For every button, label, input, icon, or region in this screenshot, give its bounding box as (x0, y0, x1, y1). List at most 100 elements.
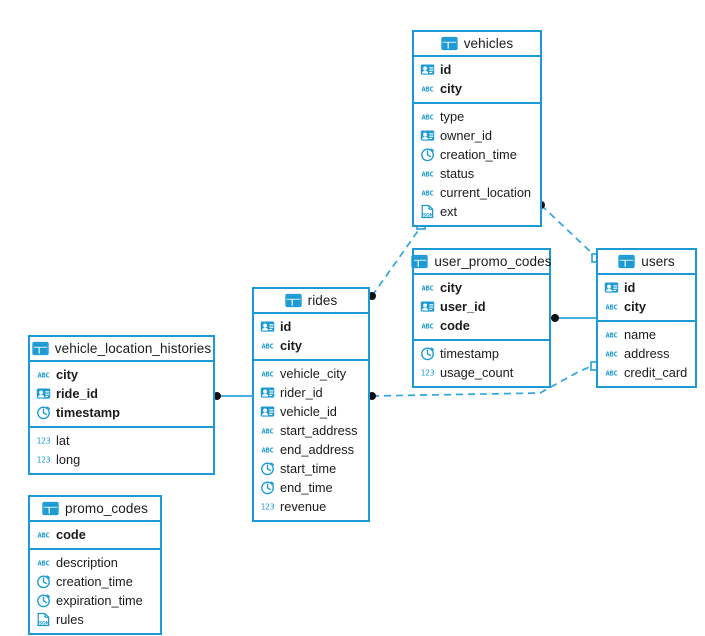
column-row[interactable]: timestamp (30, 403, 213, 422)
relationship-vehicle-location-histories-to-rides[interactable] (213, 392, 252, 400)
column-name: rider_id (280, 385, 323, 400)
column-row[interactable]: start_time (254, 459, 368, 478)
column-row[interactable]: rider_id (254, 383, 368, 402)
table-header-vehicle_location_histories[interactable]: vehicle_location_histories (30, 337, 213, 362)
abc-icon: ABC (36, 527, 51, 542)
table-title: rides (307, 293, 338, 308)
svg-text:JSON: JSON (36, 620, 49, 626)
table-title: users (641, 254, 675, 269)
column-row[interactable]: ABC vehicle_city (254, 364, 368, 383)
svg-text:ABC: ABC (605, 370, 617, 378)
column-name: rules (56, 612, 84, 627)
number-icon: 123 (36, 433, 51, 448)
column-row[interactable]: creation_time (30, 572, 160, 591)
json-icon: JSON (36, 612, 51, 627)
column-row[interactable]: ride_id (30, 384, 213, 403)
svg-text:ABC: ABC (37, 532, 49, 540)
column-name: owner_id (440, 128, 492, 143)
svg-text:ABC: ABC (261, 428, 273, 436)
clock-icon (420, 147, 435, 162)
abc-icon: ABC (260, 338, 275, 353)
column-name: start_address (280, 423, 358, 438)
table-grid-icon (618, 253, 635, 270)
column-name: start_time (280, 461, 337, 476)
number-icon: 123 (260, 499, 275, 514)
column-row[interactable]: vehicle_id (254, 402, 368, 421)
column-row[interactable]: ABC start_address (254, 421, 368, 440)
column-name: creation_time (56, 574, 133, 589)
number-icon: 123 (420, 365, 435, 380)
column-row[interactable]: id (414, 60, 540, 79)
table-header-users[interactable]: users (598, 250, 695, 275)
column-row[interactable]: ABC status (414, 164, 540, 183)
person-card-icon (36, 386, 51, 401)
column-row[interactable]: expiration_time (30, 591, 160, 610)
abc-icon: ABC (420, 109, 435, 124)
table-title: vehicles (463, 36, 514, 51)
column-name: ext (440, 204, 458, 219)
table-grid-icon (411, 253, 429, 270)
table-grid-icon (32, 340, 49, 357)
table-title: vehicle_location_histories (54, 341, 212, 356)
table-header-vehicles[interactable]: vehicles (414, 32, 540, 57)
column-name: address (624, 346, 670, 361)
svg-text:123: 123 (37, 437, 51, 446)
column-name: end_time (280, 480, 333, 495)
column-name: vehicle_city (280, 366, 347, 381)
column-row[interactable]: id (598, 278, 695, 297)
column-name: status (440, 166, 475, 181)
column-name: id (280, 319, 292, 334)
column-row[interactable]: creation_time (414, 145, 540, 164)
person-card-icon (420, 128, 435, 143)
clock-icon (36, 574, 51, 589)
table-header-promo_codes[interactable]: promo_codes (30, 497, 160, 522)
table-header-rides[interactable]: rides (254, 289, 368, 314)
column-name: end_address (280, 442, 354, 457)
column-row[interactable]: end_time (254, 478, 368, 497)
abc-icon: ABC (420, 185, 435, 200)
svg-text:ABC: ABC (421, 171, 433, 179)
column-row[interactable]: timestamp (414, 344, 549, 363)
column-row[interactable]: owner_id (414, 126, 540, 145)
column-row[interactable]: id (254, 317, 368, 336)
abc-icon: ABC (260, 366, 275, 381)
column-row[interactable]: user_id (414, 297, 549, 316)
table-header-user_promo_codes[interactable]: user_promo_codes (411, 250, 551, 275)
svg-text:ABC: ABC (605, 332, 617, 340)
column-name: city (624, 299, 647, 314)
abc-icon: ABC (420, 166, 435, 181)
table-grid-icon (284, 292, 302, 309)
column-name: ride_id (56, 386, 98, 401)
relationship-user-promo-codes-to-users[interactable] (551, 314, 596, 322)
column-row[interactable]: JSON rules (30, 610, 160, 629)
